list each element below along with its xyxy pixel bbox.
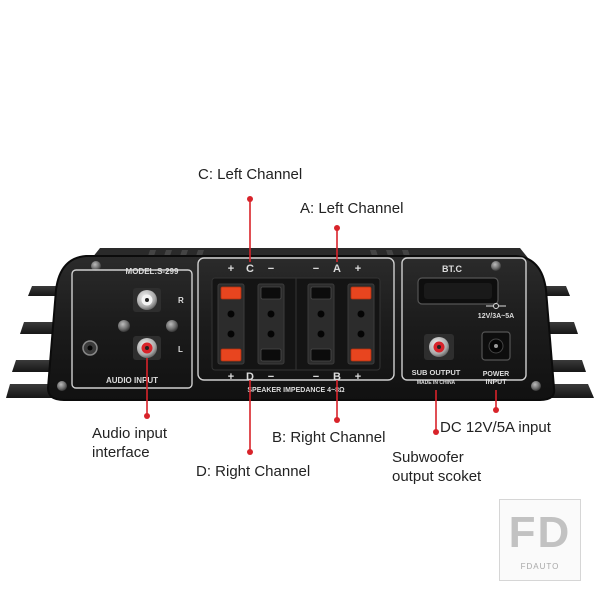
model-label: MODEL:S-299 [126,267,179,276]
audio-input-label: AUDIO INPUT [106,376,158,385]
watermark-logo: FD [508,508,572,557]
callout-a-left-channel: A: Left Channel [300,200,404,217]
dc-polarity-icon [486,303,506,309]
channel-r-label: R [178,296,184,305]
channel-l-label: L [178,345,183,354]
callout-subwoofer: Subwoofer output scoket [392,448,481,486]
panel-screws [57,261,541,391]
callout-audio-input-line1: Audio input [92,425,168,442]
callout-dots [144,196,499,455]
terminal-bottom-label: B [333,371,341,383]
terminal-top-label: + [355,263,361,275]
terminal-bottom-label: − [268,371,274,383]
power-input-label-1: POWER [483,371,509,378]
mounting-nut-icon [166,320,178,332]
terminal-top-label: A [333,263,341,275]
speaker-impedance-label: SPEAKER IMPEDANCE 4~8Ω [247,387,345,394]
terminal-top-label: C [246,263,254,275]
terminal-bottom-label: + [355,371,361,383]
bt-label: BT.C [442,264,463,274]
callout-lines [146,199,497,452]
right-section: BT.C SUB OUTPUT MADE IN CHINA 12V/3A~5A … [401,257,527,386]
made-in-label: MADE IN CHINA [417,380,456,386]
callout-c-left-channel: C: Left Channel [198,166,303,183]
callout-b-right-channel: B: Right Channel [272,429,386,446]
brand-watermark: FD FDAUTO [499,499,581,581]
terminal-top-label: + [228,263,234,275]
terminal-lever-c-plus[interactable] [220,286,242,300]
power-input-label-2: INPUT [486,379,508,386]
callout-audio-input: Audio input interface [92,424,167,462]
terminal-lever-d-minus[interactable] [260,348,282,362]
terminal-lever-b-plus[interactable] [350,348,372,362]
callout-dc-input: DC 12V/5A input [440,419,551,436]
audio-input-section: MODEL:S-299 AUDIO INPUT R L [71,267,193,389]
callout-d-right-channel: D: Right Channel [196,463,311,480]
callout-subwoofer-line1: Subwoofer [392,449,464,466]
callout-subwoofer-line2: output scoket [392,468,482,485]
watermark-name: FDAUTO [520,562,560,571]
speaker-terminal-section: + C − − A + + D − − B + SPEAKER IMPEDANC… [197,257,395,394]
terminal-bottom-label: D [246,371,254,383]
terminal-lever-b-minus[interactable] [310,348,332,362]
terminal-top-label: − [268,263,274,275]
sub-output-label: SUB OUTPUT [412,368,461,377]
terminal-lever-c-minus[interactable] [260,286,282,300]
mounting-nut-icon [118,320,130,332]
terminal-lever-a-minus[interactable] [310,286,332,300]
terminal-lever-d-plus[interactable] [220,348,242,362]
terminal-bottom-label: − [313,371,319,383]
terminal-top-label: − [313,263,319,275]
terminal-lever-a-plus[interactable] [350,286,372,300]
power-spec-label: 12V/3A~5A [478,313,514,320]
terminal-bottom-label: + [228,371,234,383]
callout-audio-input-line2: interface [92,444,150,461]
